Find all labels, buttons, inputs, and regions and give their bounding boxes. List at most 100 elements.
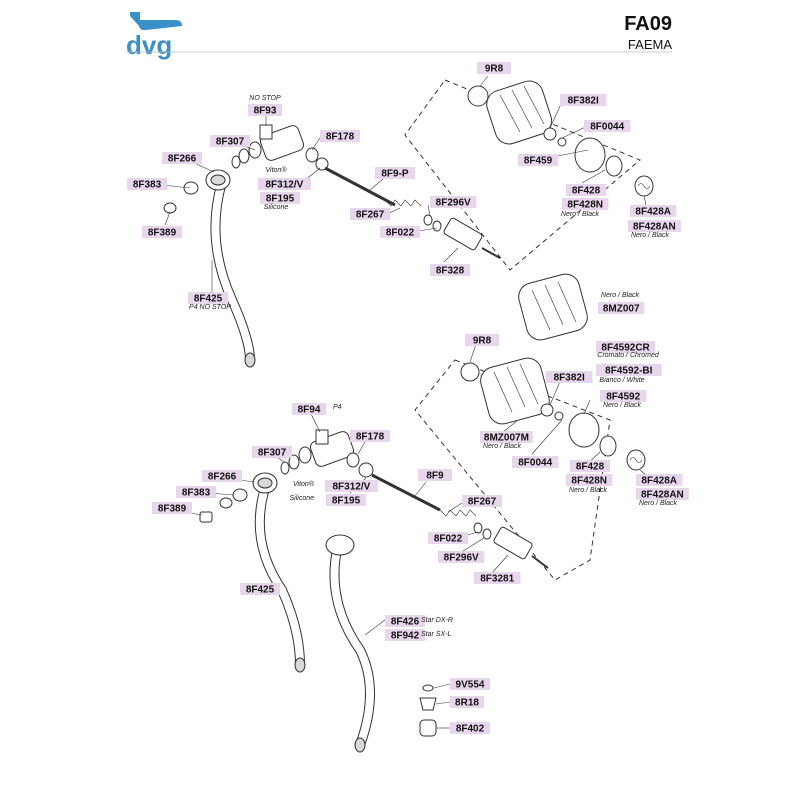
part-tag-background <box>385 629 425 641</box>
part-label-8f428[interactable]: 8F428 <box>570 460 610 473</box>
part-label-8f266[interactable]: 8F266 <box>202 470 242 483</box>
part-label-8f383[interactable]: 8F383 <box>127 178 167 191</box>
part-code: 9R8 <box>473 336 492 347</box>
part-tag-background <box>292 403 326 415</box>
part-label-8f389[interactable]: 8F389 <box>152 502 192 515</box>
part-code: 8F328 <box>436 266 465 277</box>
part-note: Nero / Black <box>639 500 678 507</box>
lower-knob-group <box>460 357 646 471</box>
part-note: Star SX-L <box>421 631 451 638</box>
part-code: 8F383 <box>182 488 211 499</box>
part-tag-background <box>477 62 511 74</box>
part-tag-background <box>240 583 280 595</box>
manufacturer: FAEMA <box>628 37 672 52</box>
part-label-8f382i[interactable]: 8F382I <box>560 94 607 107</box>
part-label-8f0044[interactable]: 8F0044 <box>512 456 559 469</box>
part-label-8f022[interactable]: 8F022 <box>380 226 420 239</box>
part-tag-background <box>350 208 390 220</box>
part-code: 8F307 <box>258 448 287 459</box>
part-code: 8F022 <box>386 228 415 239</box>
part-tag-background <box>258 178 311 190</box>
part-label-8f459[interactable]: 8F459 <box>518 154 558 167</box>
part-label-8f9-p[interactable]: 8F9-P <box>375 167 415 180</box>
part-label-8f178[interactable]: 8F178 <box>320 130 360 143</box>
part-tag-background <box>566 474 613 486</box>
part-label-8f389[interactable]: 8F389 <box>142 226 182 239</box>
part-label-8f383[interactable]: 8F383 <box>176 486 216 499</box>
part-label-8f328[interactable]: 8F328 <box>430 264 470 277</box>
part-label-9r8[interactable]: 9R8 <box>477 62 511 75</box>
leader-lines <box>161 75 653 729</box>
part-tag-background <box>450 696 484 708</box>
part-label-9r8[interactable]: 9R8 <box>465 334 499 347</box>
part-label-8f267[interactable]: 8F267 <box>462 495 502 508</box>
part-tag-background <box>570 460 610 472</box>
part-note: Cromato / Chromed <box>597 352 660 359</box>
part-tag-background <box>202 470 242 482</box>
part-code: 8F296V <box>436 198 471 209</box>
knob-8mz007 <box>518 273 588 341</box>
part-label-8f266[interactable]: 8F266 <box>162 152 202 165</box>
part-code: 8MZ007M <box>484 433 529 444</box>
part-label-8f428a[interactable]: 8F428A <box>630 205 677 218</box>
part-label-8f307[interactable]: 8F307 <box>210 135 250 148</box>
part-label-8f296v[interactable]: 8F296V <box>438 551 485 564</box>
part-label-8r18[interactable]: 8R18 <box>450 696 484 709</box>
part-code: 8F0044 <box>518 458 552 469</box>
part-tag-background <box>628 220 681 232</box>
part-label-8f428a[interactable]: 8F428A <box>636 474 683 487</box>
part-code: 8F195 <box>266 194 295 205</box>
part-code: 8F178 <box>356 432 385 443</box>
part-label-8f267[interactable]: 8F267 <box>350 208 390 221</box>
part-label-8f296v[interactable]: 8F296V <box>430 196 477 209</box>
part-label-8f382i[interactable]: 8F382I <box>546 371 593 384</box>
part-code: 8F425 <box>246 585 275 596</box>
part-code: 8MZ007 <box>603 304 640 315</box>
part-label-8f428[interactable]: 8F428 <box>566 184 606 197</box>
part-code: 8F312/V <box>265 180 303 191</box>
part-tag-background <box>480 431 533 443</box>
part-label-8f402[interactable]: 8F402 <box>450 722 490 735</box>
part-label-8f307[interactable]: 8F307 <box>252 446 292 459</box>
tap-logo-icon <box>130 12 182 31</box>
group-box-lower <box>414 359 611 581</box>
part-label-8f178[interactable]: 8F178 <box>350 430 390 443</box>
part-tag-background <box>562 198 609 210</box>
part-label-8f9[interactable]: 8F9 <box>418 469 452 482</box>
part-code: 8F312/V <box>332 482 370 493</box>
part-label-8f3281[interactable]: 8F3281 <box>474 572 521 585</box>
part-label-9v554[interactable]: 9V554 <box>450 678 490 691</box>
part-tag-background <box>462 495 502 507</box>
part-label-8f022[interactable]: 8F022 <box>428 532 468 545</box>
part-note: Nero / Black <box>603 402 642 409</box>
part-code: 8F4592-BI <box>605 366 652 377</box>
part-tag-background <box>326 494 366 506</box>
part-label-8f0044[interactable]: 8F0044 <box>584 120 631 133</box>
part-tag-background <box>512 456 559 468</box>
part-code: 8F266 <box>168 154 197 165</box>
part-code: 8F94 <box>298 405 321 416</box>
part-tag-background <box>630 205 677 217</box>
part-label-8f425[interactable]: 8F425 <box>240 583 280 596</box>
part-note: Nero / Black <box>483 443 522 450</box>
group-box-upper <box>404 79 641 271</box>
part-tag-background <box>598 302 645 314</box>
